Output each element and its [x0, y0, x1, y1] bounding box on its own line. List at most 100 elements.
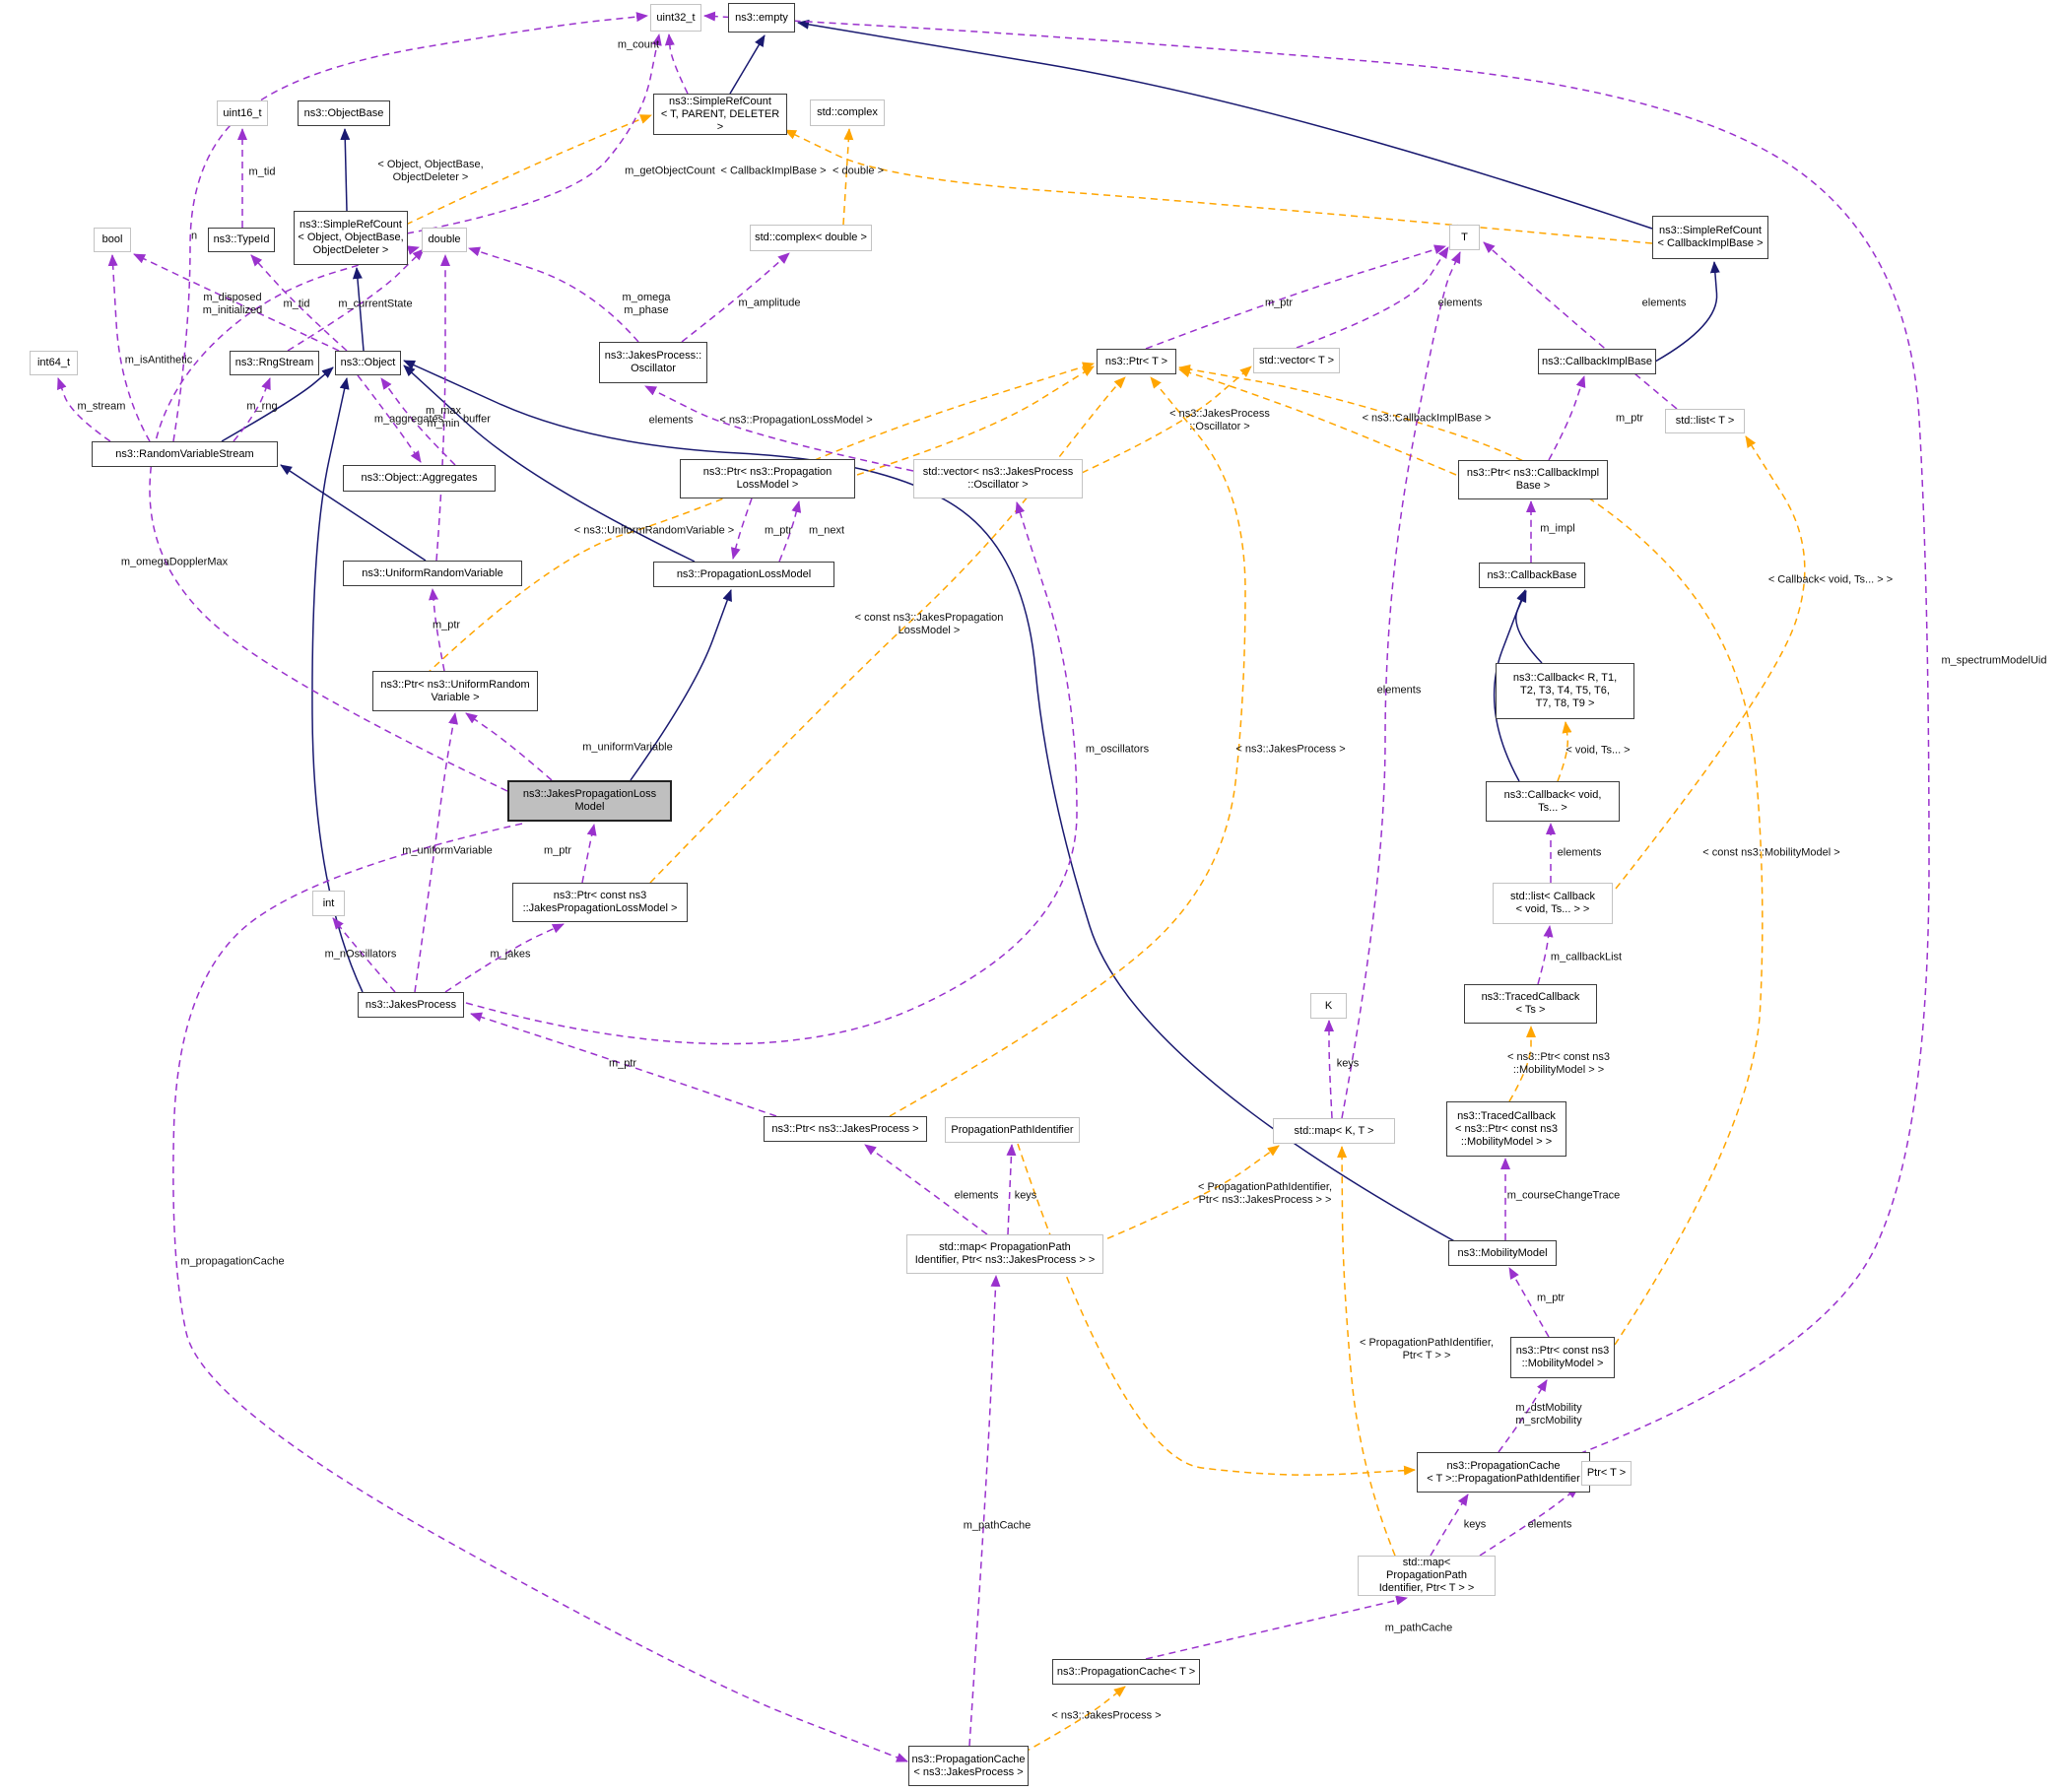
node-std_list_t[interactable]: std::list< T >	[1665, 409, 1745, 433]
node-ptr_proplossmodel[interactable]: ns3::Ptr< ns3::Propagation LossModel >	[680, 459, 855, 498]
node-uint16_t[interactable]: uint16_t	[217, 100, 268, 126]
edge-p45	[1479, 1487, 1579, 1557]
edge-b1	[729, 34, 766, 95]
node-propagationpathidentifier[interactable]: PropagationPathIdentifier	[945, 1117, 1080, 1143]
edge-b5	[1654, 261, 1720, 363]
node-map_k_t[interactable]: std::map< K, T >	[1273, 1118, 1395, 1144]
node-pc_ppi[interactable]: ns3::PropagationCache < T >::Propagation…	[1417, 1452, 1590, 1493]
edge-p2	[406, 33, 662, 234]
edge-o11	[1615, 435, 1806, 890]
node-int[interactable]: int	[312, 891, 345, 916]
node-K[interactable]: K	[1310, 993, 1347, 1019]
edge-p48	[703, 11, 1930, 1459]
edge-o8	[889, 376, 1246, 1117]
edge-p46	[1145, 1595, 1408, 1660]
edge-p44	[1430, 1493, 1469, 1557]
node-proplossmodel[interactable]: ns3::PropagationLossModel	[653, 562, 834, 587]
edge-p29	[1006, 1144, 1017, 1235]
edge-o3	[784, 129, 1653, 244]
node-uint32_t[interactable]: uint32_t	[650, 4, 701, 32]
edge-p1	[664, 33, 689, 95]
edge-p23	[581, 824, 597, 884]
node-ptr_t[interactable]: ns3::Ptr< T >	[1097, 349, 1176, 374]
edge-p22	[414, 712, 458, 993]
edge-p24	[444, 923, 565, 993]
edge-o19	[1178, 367, 1457, 476]
edge-b13	[1493, 589, 1526, 782]
edge-o5	[1081, 365, 1252, 474]
edge-p12	[149, 245, 508, 792]
node-vector_oscillator[interactable]: std::vector< ns3::JakesProcess ::Oscilla…	[913, 459, 1083, 498]
edge-b7	[221, 366, 334, 442]
node-map_ppi_jakes[interactable]: std::map< PropagationPath Identifier, Pt…	[906, 1234, 1103, 1274]
node-jakesproploss[interactable]: ns3::JakesPropagationLoss Model	[507, 780, 672, 822]
node-callbackimplbase[interactable]: ns3::CallbackImplBase	[1538, 349, 1656, 374]
node-ptr_const_jakesproploss[interactable]: ns3::Ptr< const ns3 ::JakesPropagationLo…	[512, 883, 688, 922]
node-propagationcache_t[interactable]: ns3::PropagationCache< T >	[1052, 1659, 1200, 1685]
node-simplerefcount_tpd[interactable]: ns3::SimpleRefCount < T, PARENT, DELETER…	[653, 94, 787, 135]
edge-p32	[1341, 251, 1461, 1119]
node-double[interactable]: double	[422, 228, 467, 252]
edge-p40	[1537, 925, 1554, 985]
edge-o13	[1508, 1026, 1536, 1102]
edge-p42	[1508, 1267, 1550, 1338]
node-mobilitymodel[interactable]: ns3::MobilityModel	[1448, 1240, 1557, 1266]
node-uniformrandomvariable[interactable]: ns3::UniformRandomVariable	[343, 561, 522, 586]
node-rngstream[interactable]: ns3::RngStream	[230, 351, 319, 375]
edge-p19	[778, 500, 802, 563]
edge-p33	[1145, 244, 1446, 350]
edge-b9	[630, 589, 732, 781]
node-tracedcallback_mm[interactable]: ns3::TracedCallback < ns3::Ptr< const ns…	[1446, 1101, 1566, 1157]
node-simplerefcount_cib[interactable]: ns3::SimpleRefCount < CallbackImplBase >	[1652, 216, 1768, 259]
edge-b4	[797, 19, 1653, 230]
node-ptr_urv[interactable]: ns3::Ptr< ns3::UniformRandom Variable >	[372, 671, 538, 711]
node-ptr_const_mm[interactable]: ns3::Ptr< const ns3 ::MobilityModel >	[1510, 1337, 1615, 1378]
edge-o17	[1017, 1143, 1416, 1476]
node-std_complex_double[interactable]: std::complex< double >	[750, 225, 872, 251]
edge-o1	[405, 114, 652, 226]
node-ptr_jakesprocess[interactable]: ns3::Ptr< ns3::JakesProcess >	[764, 1116, 927, 1142]
node-simplerefcount_ood[interactable]: ns3::SimpleRefCount < Object, ObjectBase…	[294, 211, 408, 265]
node-T[interactable]: T	[1449, 225, 1480, 250]
edge-p18	[730, 498, 753, 560]
node-map_ppi_ptr_t[interactable]: std::map< PropagationPath Identifier, Pt…	[1358, 1556, 1496, 1596]
node-typeid[interactable]: ns3::TypeId	[208, 228, 275, 252]
node-list_callback[interactable]: std::list< Callback < void, Ts... > >	[1493, 883, 1613, 924]
node-callback_void[interactable]: ns3::Callback< void, Ts... >	[1486, 781, 1620, 822]
edge-p11	[681, 252, 790, 343]
edge-b3	[352, 267, 365, 352]
edge-b2	[340, 128, 351, 212]
edge-p20	[429, 588, 445, 672]
edge-o7	[649, 376, 1126, 884]
node-object_aggregates[interactable]: ns3::Object::Aggregates	[343, 465, 496, 492]
node-ptr_t2[interactable]: Ptr< T >	[1581, 1461, 1632, 1486]
node-std_complex[interactable]: std::complex	[810, 100, 885, 126]
edge-p28	[864, 1144, 988, 1235]
edge-p15	[357, 374, 422, 463]
edge-b6	[280, 464, 427, 562]
edge-p26	[465, 501, 1078, 1045]
node-objectbase[interactable]: ns3::ObjectBase	[298, 100, 390, 126]
node-tracedcallback_ts[interactable]: ns3::TracedCallback < Ts >	[1464, 984, 1597, 1024]
edge-p13	[57, 377, 111, 442]
node-empty[interactable]: ns3::empty	[728, 3, 795, 33]
node-jakesprocess[interactable]: ns3::JakesProcess	[358, 992, 464, 1018]
node-vector_t[interactable]: std::vector< T >	[1253, 348, 1340, 373]
node-oscillator[interactable]: ns3::JakesProcess:: Oscillator	[599, 342, 707, 383]
node-object[interactable]: ns3::Object	[335, 351, 401, 375]
edge-p21	[465, 712, 553, 781]
node-ptr_cib[interactable]: ns3::Ptr< ns3::CallbackImpl Base >	[1458, 460, 1608, 499]
node-bool[interactable]: bool	[94, 228, 131, 252]
node-callback_r[interactable]: ns3::Callback< R, T1, T2, T3, T4, T5, T6…	[1496, 663, 1634, 719]
edge-b11	[403, 360, 1459, 1244]
edge-p17	[644, 385, 914, 472]
edge-o12	[1557, 721, 1572, 782]
node-int64_t[interactable]: int64_t	[30, 351, 78, 375]
edge-p5	[133, 253, 340, 352]
edge-b8	[403, 365, 696, 563]
node-randomvariablestream[interactable]: ns3::RandomVariableStream	[92, 441, 278, 467]
node-propagationcache_jakes[interactable]: ns3::PropagationCache < ns3::JakesProces…	[908, 1746, 1029, 1786]
node-callbackbase[interactable]: ns3::CallbackBase	[1479, 563, 1585, 588]
